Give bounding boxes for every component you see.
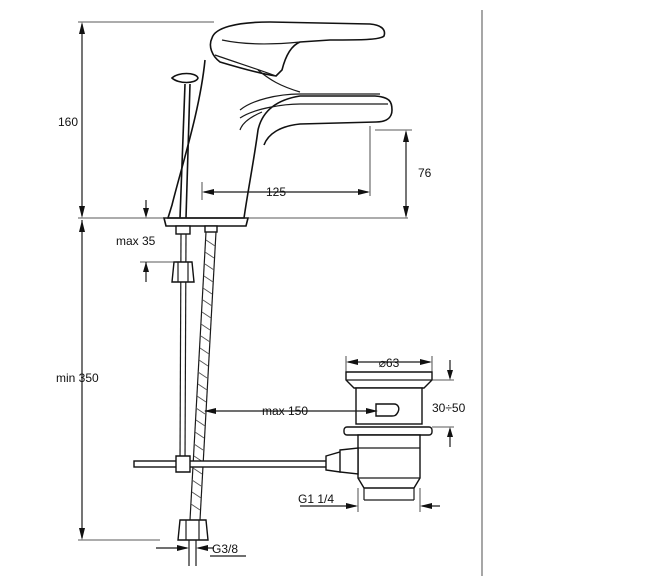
dim-waste-diameter: ⌀63 (379, 356, 400, 370)
dim-hose-thread: G3/8 (212, 542, 238, 556)
dim-spout-height: 76 (418, 166, 432, 180)
dim-spout-reach: 125 (266, 185, 286, 199)
hose-assembly (171, 225, 218, 566)
dim-deck-thickness: max 35 (116, 234, 156, 248)
dim-waste-thread: G1 1/4 (298, 492, 334, 506)
waste-valve (339, 371, 433, 501)
faucet-body (162, 21, 393, 227)
dim-rod-length: max 150 (262, 404, 308, 418)
dim-total-height: 160 (58, 115, 78, 129)
dim-hose-length: min 350 (56, 371, 99, 385)
popup-linkage (133, 451, 357, 473)
dimension-lines (78, 21, 454, 557)
dim-basin-thickness: 30÷50 (432, 401, 466, 415)
